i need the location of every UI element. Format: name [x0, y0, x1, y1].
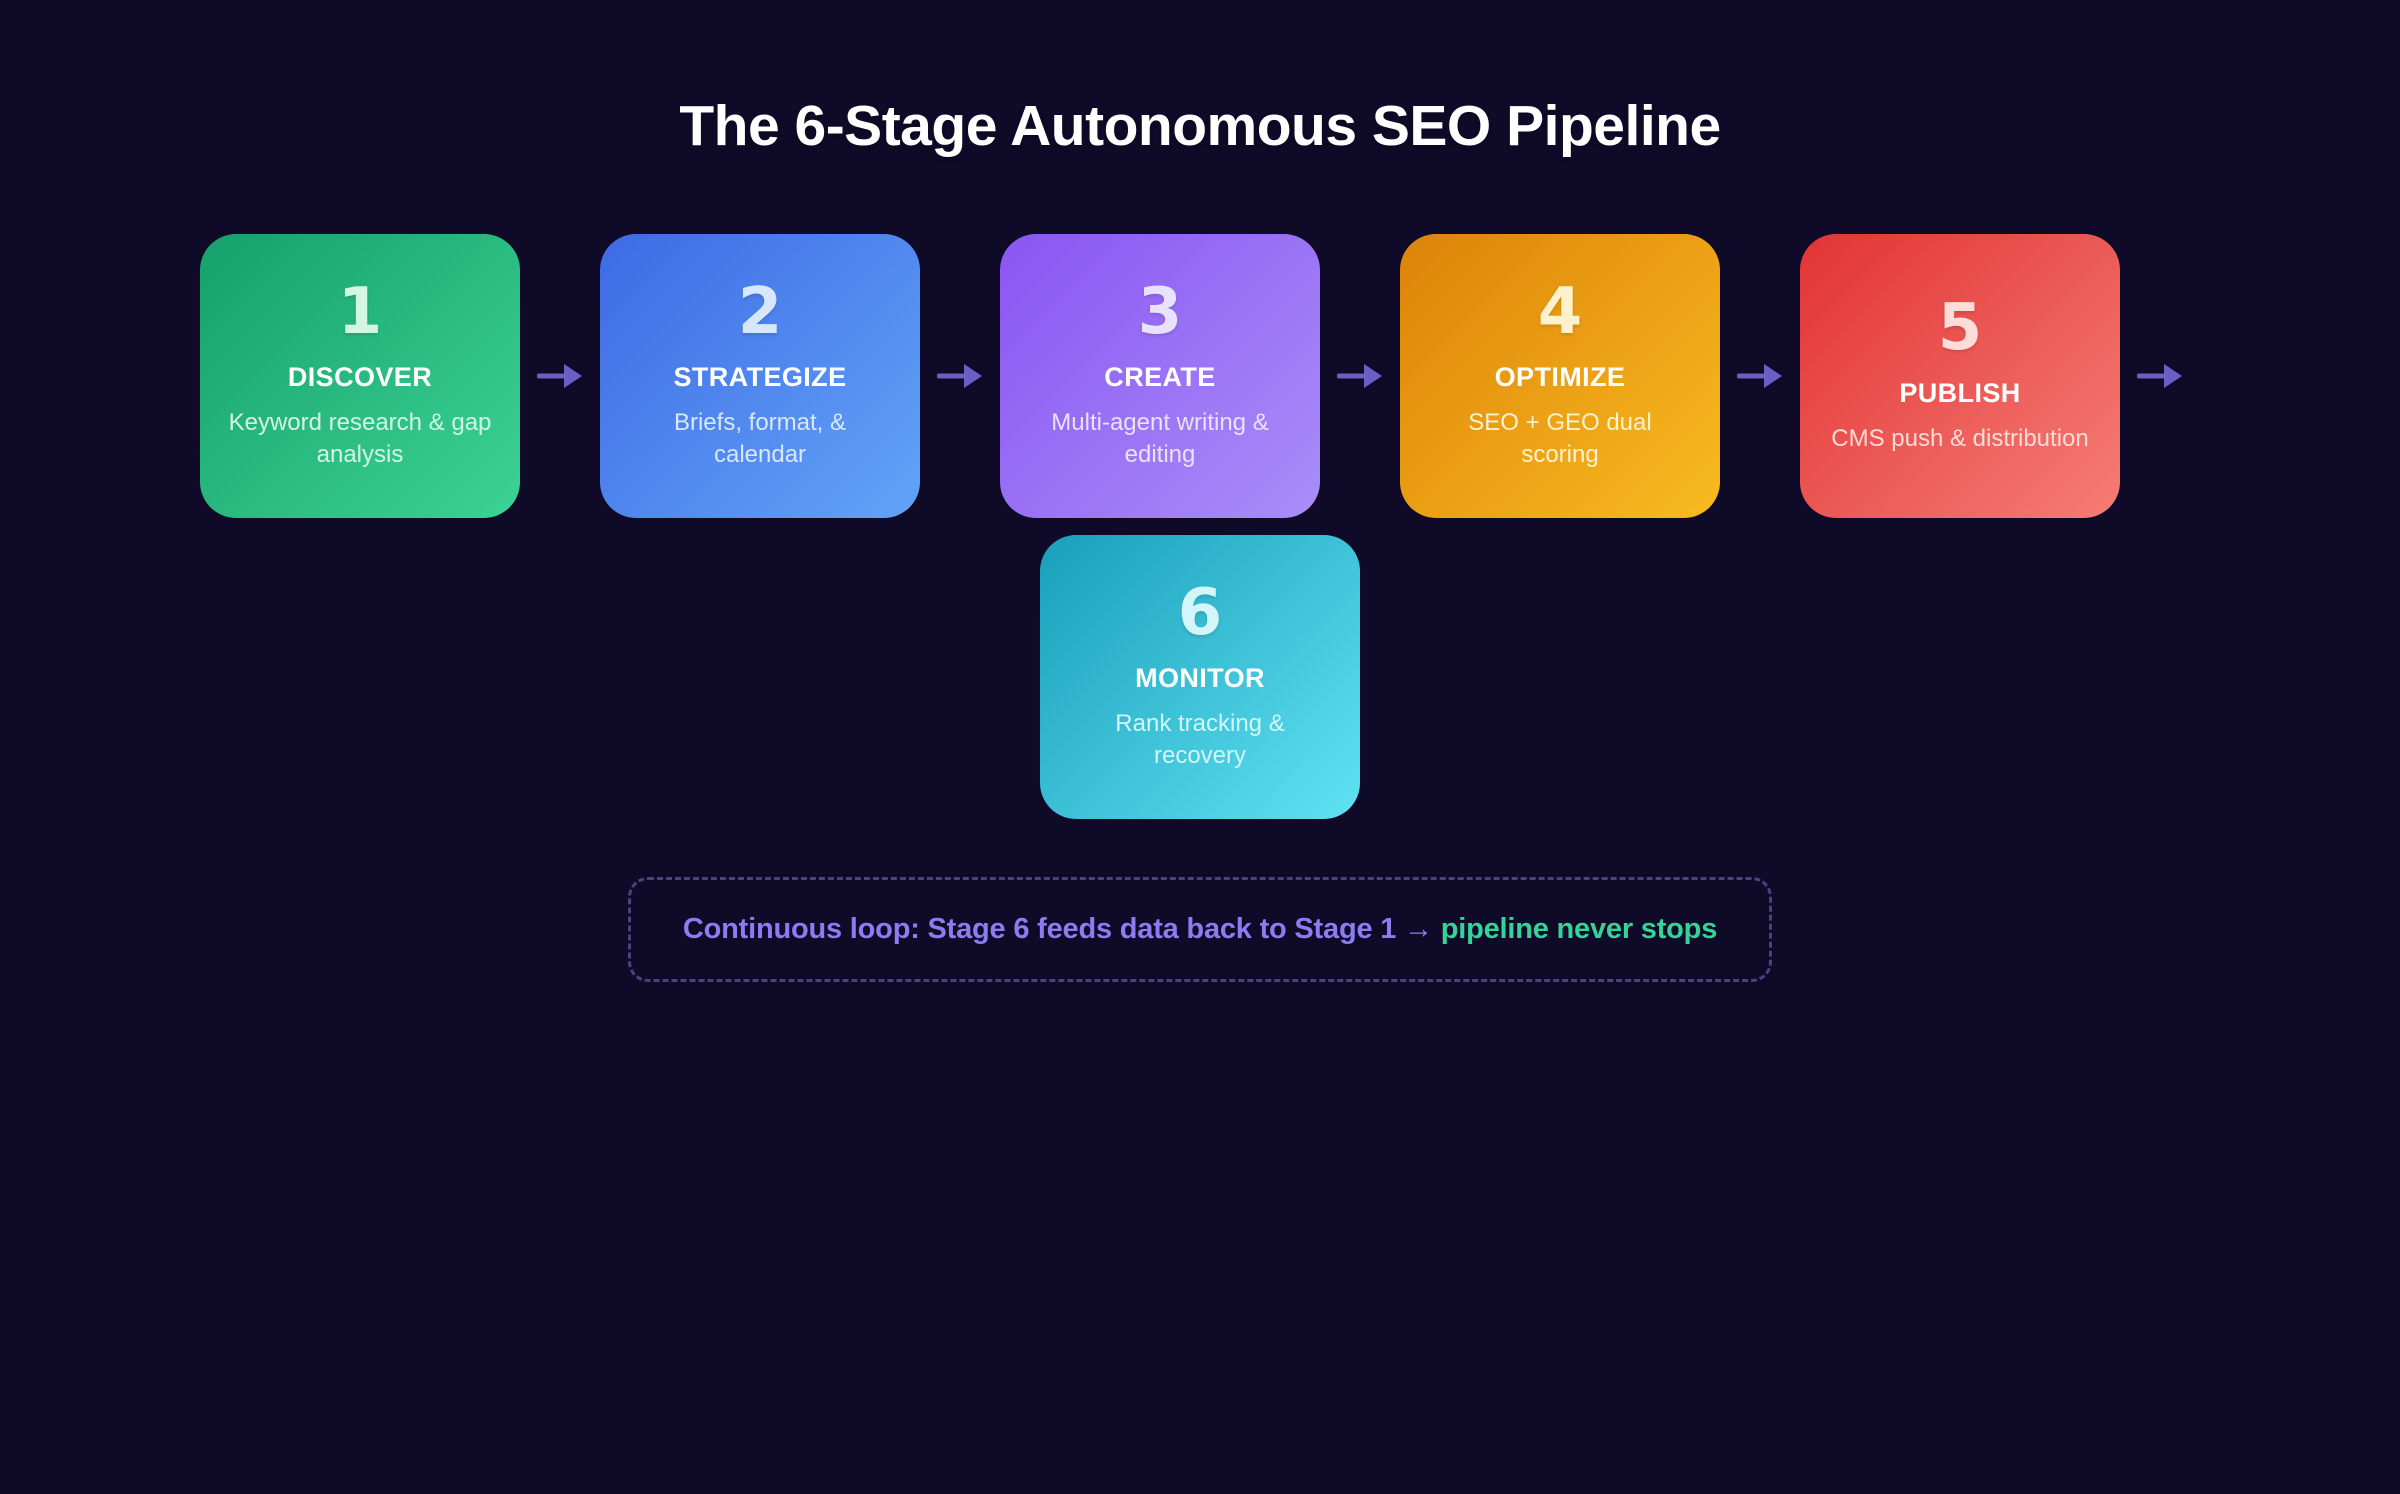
stage-label: MONITOR [1135, 663, 1265, 694]
arrow-right-icon [520, 361, 600, 391]
arrow-right-icon [1320, 361, 1400, 391]
arrow-right-icon [920, 361, 1000, 391]
stage-label: STRATEGIZE [673, 362, 847, 393]
stage-label: DISCOVER [287, 362, 433, 393]
arrow-right-icon [1720, 361, 1800, 391]
loop-note-wrap: Continuous loop: Stage 6 feeds data back… [0, 876, 2400, 982]
stage-number: 6 [1177, 576, 1223, 651]
stage-description: CMS push & distribution [1831, 425, 2089, 453]
stage-label: PUBLISH [1899, 378, 2021, 409]
stage-description: Briefs, format, & calendar [673, 409, 847, 469]
stage-description: SEO + GEO dual scoring [1468, 409, 1652, 469]
page-title: The 6-Stage Autonomous SEO Pipeline [679, 94, 1721, 158]
loop-note-text: Continuous loop: Stage 6 feeds data back… [682, 912, 1433, 945]
stage-number: 5 [1937, 291, 1983, 366]
stage-description: Multi-agent writing & editing [1051, 409, 1269, 469]
stage-number: 1 [337, 275, 383, 350]
stage-description: Keyword research & gap analysis [228, 409, 492, 469]
stage-number: 3 [1137, 275, 1183, 350]
pipeline-page: { "title": "The 6-Stage Autonomous SEO P… [0, 94, 2400, 1494]
stage-number: 2 [737, 275, 783, 350]
loop-note: Continuous loop: Stage 6 feeds data back… [627, 876, 1773, 982]
stage-description: Rank tracking & recovery [1115, 710, 1285, 770]
loop-note-highlight: pipeline never stops [1440, 912, 1718, 945]
arrow-right-icon [2120, 361, 2200, 391]
stage-label: CREATE [1104, 362, 1216, 393]
stage-number: 4 [1537, 275, 1583, 350]
stage-label: OPTIMIZE [1494, 362, 1626, 393]
